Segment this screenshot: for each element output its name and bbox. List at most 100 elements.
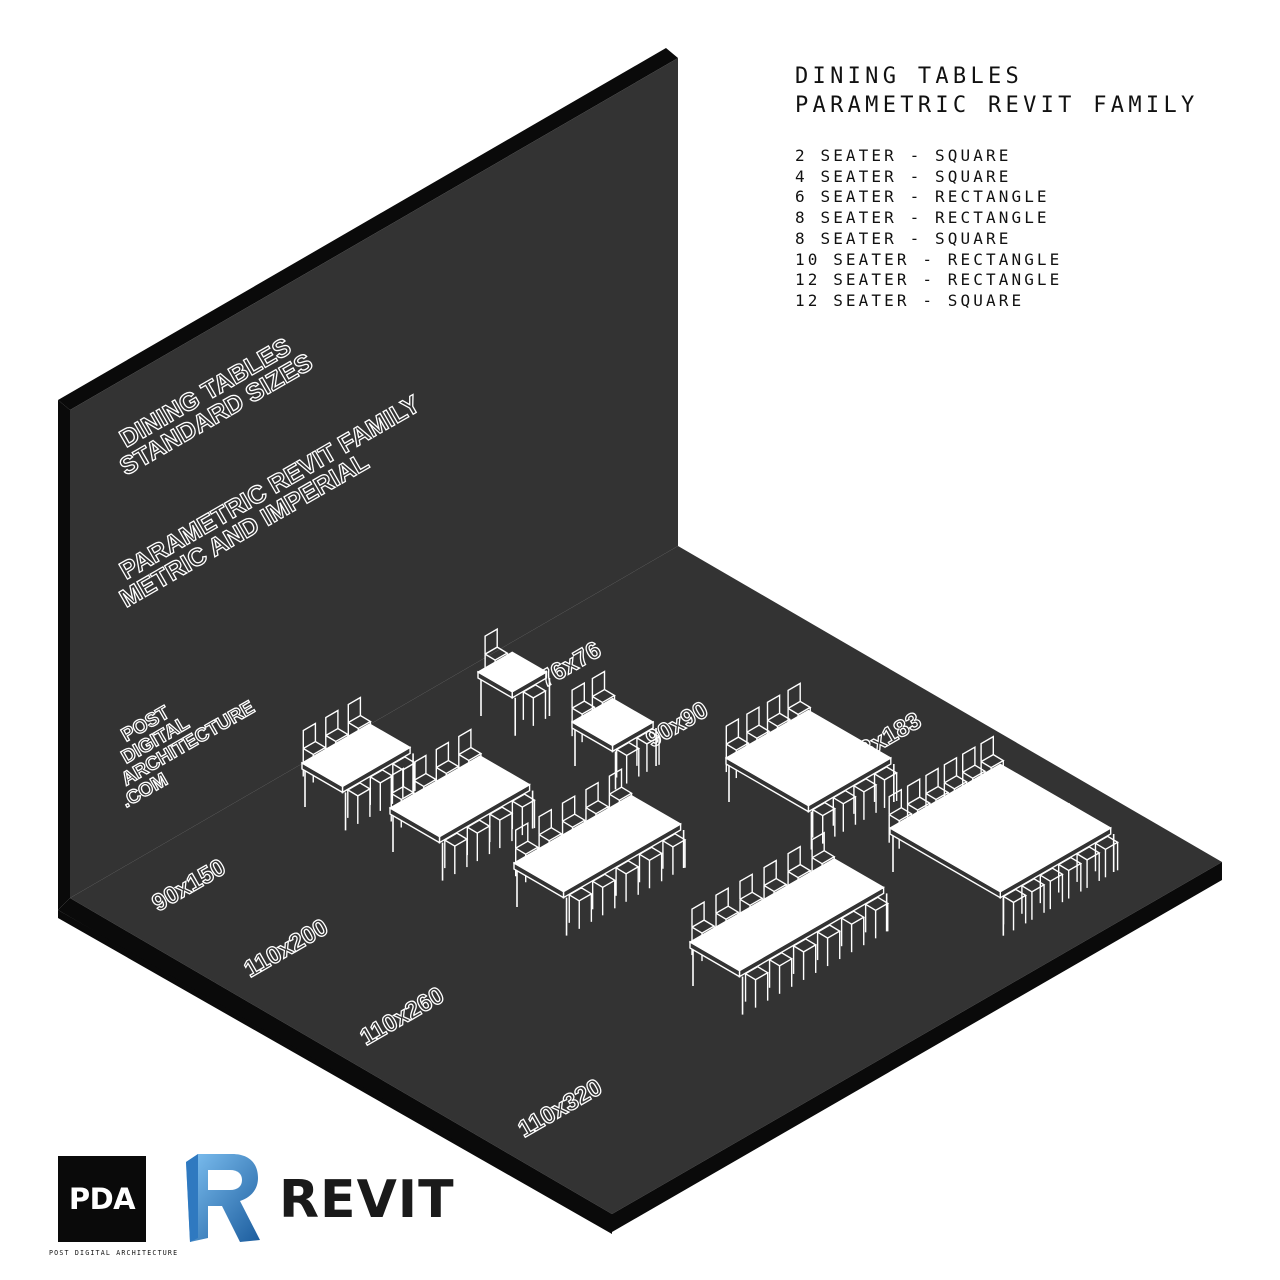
- chair-seat: [874, 766, 898, 781]
- chair: [1057, 856, 1083, 899]
- table-top: [300, 723, 412, 788]
- chair-back: [561, 794, 576, 822]
- chair-back: [746, 705, 760, 733]
- chair: [568, 886, 593, 929]
- chair-seat: [1076, 846, 1101, 861]
- dining-table: [888, 735, 1119, 936]
- chair: [864, 896, 890, 939]
- pda-logo: PDA: [58, 1156, 146, 1242]
- chair-seat: [538, 826, 563, 842]
- variant-item: 8 SEATER - RECTANGLE: [795, 208, 1050, 228]
- chair-back: [888, 788, 902, 815]
- chair-back: [766, 694, 781, 721]
- chair: [615, 859, 640, 902]
- revit-wordmark: REVIT: [279, 1170, 455, 1230]
- chair: [1039, 867, 1064, 910]
- chair: [1094, 835, 1119, 878]
- chair: [511, 793, 536, 836]
- chair: [768, 951, 794, 994]
- chair: [840, 910, 866, 953]
- chair: [832, 789, 857, 832]
- variant-item: 12 SEATER - SQUARE: [795, 290, 1025, 310]
- floor-edge-front: [612, 862, 1222, 1232]
- chair-seat: [739, 891, 764, 907]
- chair: [744, 965, 770, 1008]
- variant-item: 4 SEATER - SQUARE: [795, 166, 1012, 186]
- title-line-1: DINING TABLES: [795, 64, 1024, 89]
- back-wall-top-edge: [58, 48, 678, 410]
- chair: [636, 730, 661, 772]
- variant-item: 2 SEATER - SQUARE: [795, 146, 1012, 165]
- chair-back: [585, 781, 599, 808]
- chair-back: [538, 808, 552, 835]
- chair-back: [413, 754, 427, 781]
- chair-back: [962, 745, 976, 773]
- floor-left-slab: [58, 898, 612, 1232]
- chair-back: [715, 886, 729, 914]
- chair-back: [390, 767, 405, 794]
- chair-back: [925, 767, 939, 794]
- tables-layer: [300, 627, 1119, 1015]
- table-top: [570, 697, 655, 747]
- chair: [1076, 846, 1101, 888]
- chair-seat: [793, 938, 818, 953]
- dining-table: [388, 728, 536, 881]
- chair-back: [980, 735, 994, 762]
- chair: [812, 801, 837, 844]
- chair-seat: [592, 873, 617, 889]
- chair-seat: [962, 764, 987, 780]
- chair-back: [484, 627, 498, 655]
- chair: [591, 873, 617, 916]
- chair-back: [458, 728, 472, 755]
- chair-seat: [484, 646, 509, 661]
- chair-back: [347, 696, 362, 723]
- chair-seat: [944, 774, 968, 790]
- chair-seat: [568, 886, 593, 902]
- chair-seat: [1058, 856, 1083, 872]
- variant-item: 8 SEATER - SQUARE: [795, 228, 1012, 248]
- chair-back: [302, 722, 317, 749]
- chair-back: [811, 831, 825, 858]
- chair-back: [325, 709, 339, 736]
- chair-back: [763, 859, 777, 886]
- chair-back: [608, 767, 623, 795]
- chair-back: [591, 670, 606, 697]
- chair: [1002, 888, 1028, 931]
- chair-seat: [616, 741, 641, 757]
- title-block: DINING TABLES PARAMETRIC REVIT FAMILY: [795, 62, 1199, 120]
- revit-icon: [186, 1154, 260, 1242]
- floor: [70, 546, 1222, 1214]
- chair: [1021, 877, 1046, 920]
- floor-edge-left: [58, 910, 612, 1234]
- chair-back: [943, 756, 958, 783]
- variant-item: 10 SEATER - RECTANGLE: [795, 249, 1063, 269]
- back-wall-left-edge: [58, 400, 70, 910]
- chair: [853, 777, 878, 820]
- chair-seat: [865, 896, 890, 912]
- chair: [522, 684, 547, 726]
- table-top: [512, 794, 682, 893]
- chair-back: [725, 717, 740, 745]
- chair-seat: [980, 753, 1005, 769]
- chair-seat: [832, 789, 857, 805]
- chair-back: [571, 681, 585, 709]
- chair-seat: [811, 849, 836, 865]
- back-wall: [70, 58, 678, 898]
- chair: [615, 741, 641, 784]
- dining-table: [724, 682, 898, 850]
- chair-back: [691, 900, 705, 928]
- chair-seat: [812, 801, 837, 817]
- chair-seat: [1095, 835, 1119, 851]
- chair: [873, 766, 898, 808]
- table-top: [388, 755, 531, 838]
- table-top: [888, 763, 1112, 893]
- chair: [792, 938, 818, 980]
- title-line-2: PARAMETRIC REVIT FAMILY: [795, 93, 1199, 118]
- chair-back: [787, 682, 801, 709]
- table-top: [476, 651, 548, 693]
- table-top: [688, 858, 885, 972]
- chair-seat: [515, 840, 540, 856]
- dining-table: [688, 831, 890, 1015]
- variant-item: 12 SEATER - RECTANGLE: [795, 270, 1063, 290]
